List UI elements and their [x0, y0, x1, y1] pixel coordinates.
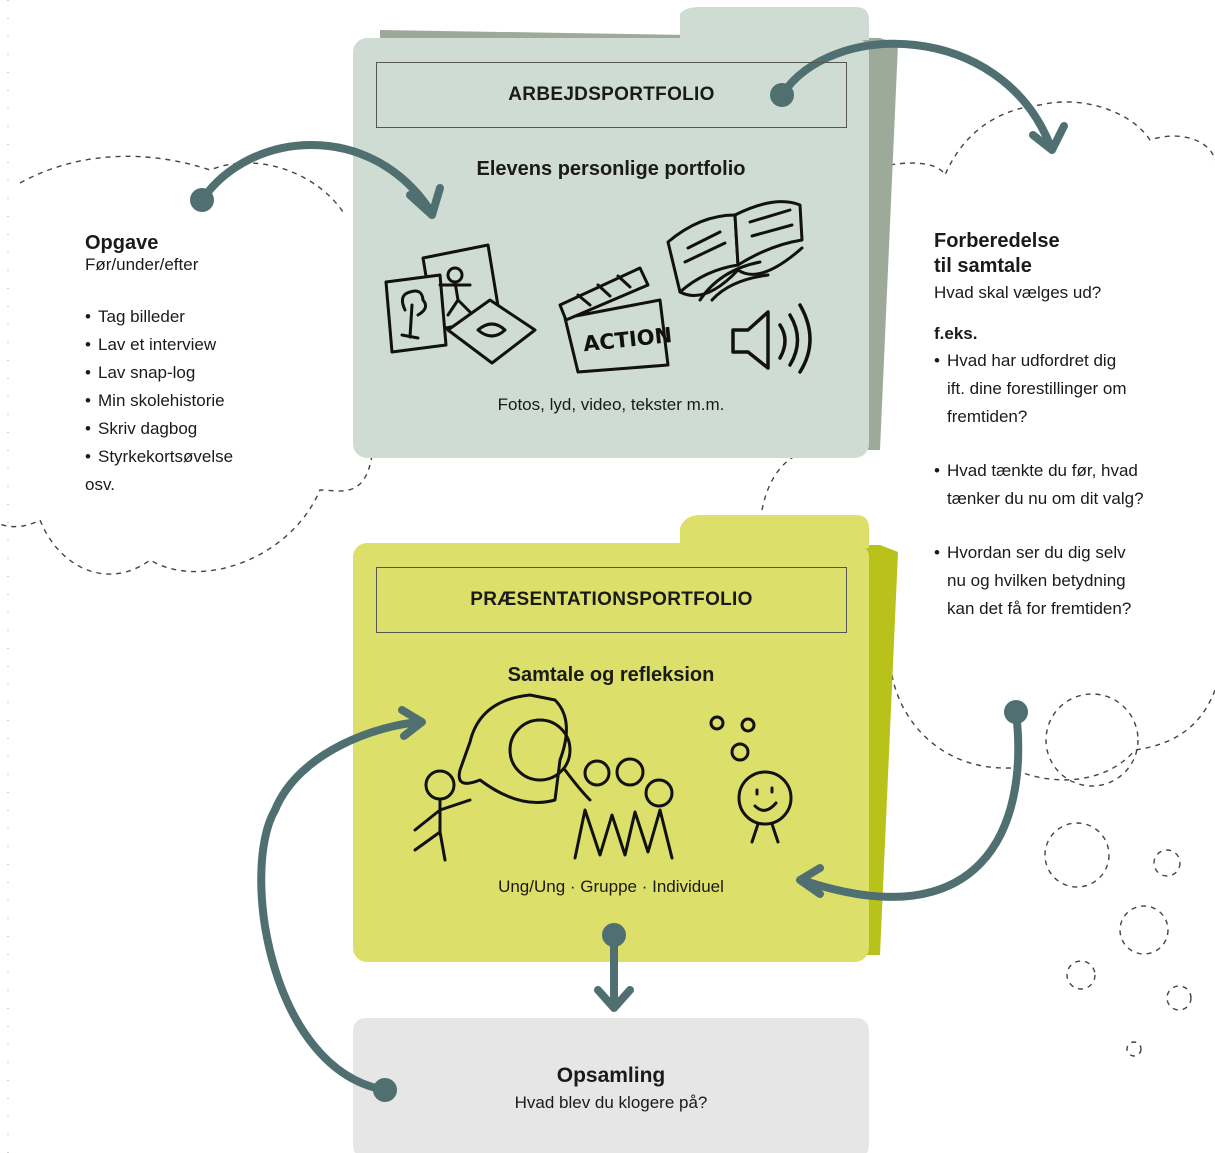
photos-doodle	[384, 243, 537, 365]
arrow-dots	[190, 83, 1028, 1102]
thought-bubbles	[1044, 693, 1192, 1057]
left-title: Opgave	[85, 232, 159, 254]
question-line: Hvad har udfordret dig	[947, 351, 1117, 370]
right-title-1: Forberedelse	[934, 230, 1060, 252]
right-thought-cloud	[761, 101, 1215, 781]
opsamling-subtitle: Hvad blev du klogere på?	[514, 1093, 708, 1112]
question-line: fremtiden?	[947, 407, 1028, 426]
right-example-label: f.eks.	[934, 324, 978, 343]
question-2: • Hvad tænkte du før, hvad tænker du nu …	[934, 457, 1214, 513]
praes-heading: Samtale og refleksion	[507, 664, 715, 686]
bullet: •	[934, 543, 940, 562]
bullet: •	[934, 461, 940, 480]
conversation-doodle	[413, 693, 674, 862]
bullet: •	[934, 351, 940, 370]
right-title-2: til samtale	[934, 255, 1032, 277]
opsamling-box	[353, 1018, 869, 1153]
question-line: kan det få for fremtiden?	[947, 599, 1132, 618]
right-block: Forberedelse til samtale Hvad skal vælge…	[934, 229, 1214, 623]
left-block: Opgave Før/under/efter Tag billeder Lav …	[85, 229, 325, 499]
arbejd-folder-tab	[680, 7, 869, 40]
list-item: Lav et interview	[85, 331, 325, 359]
left-thought-cloud	[0, 155, 373, 575]
question-line: ift. dine forestillinger om	[947, 379, 1127, 398]
question-line: tænker du nu om dit valg?	[947, 489, 1144, 508]
book-doodle	[666, 200, 804, 302]
arbejd-caption: Fotos, lyd, video, tekster m.m.	[497, 395, 725, 414]
arbejd-title-box: ARBEJDSPORTFOLIO	[376, 62, 847, 128]
clapperboard-doodle	[558, 266, 670, 374]
praes-folder-tab	[680, 515, 869, 548]
list-item: Skriv dagbog	[85, 415, 325, 443]
right-subtitle: Hvad skal vælges ud?	[934, 283, 1102, 302]
flow-arrows	[198, 39, 1068, 1094]
question-line: Hvad tænkte du før, hvad	[947, 461, 1138, 480]
left-subtitle: Før/under/efter	[85, 255, 199, 274]
list-item: Styrkekortsøvelse	[85, 443, 325, 471]
praes-caption: Ung/Ung · Gruppe · Individuel	[498, 877, 724, 896]
question-line: nu og hvilken betydning	[947, 571, 1126, 590]
speaker-icon	[731, 303, 812, 374]
thinking-person-doodle	[709, 715, 793, 844]
list-item: Tag billeder	[85, 303, 325, 331]
praes-title-box: PRÆSENTATIONSPORTFOLIO	[376, 567, 847, 633]
question-line: Hvordan ser du dig selv	[947, 543, 1126, 562]
list-item: Lav snap-log	[85, 359, 325, 387]
opsamling-title: Opsamling	[556, 1064, 666, 1087]
left-list: Tag billeder Lav et interview Lav snap-l…	[85, 303, 325, 471]
list-item: Min skolehistorie	[85, 387, 325, 415]
question-3: • Hvordan ser du dig selv nu og hvilken …	[934, 539, 1214, 623]
left-tail: osv.	[85, 475, 115, 494]
question-1: • Hvad har udfordret dig ift. dine fores…	[934, 347, 1214, 431]
praes-folder	[353, 543, 869, 962]
arbejd-heading: Elevens personlige portfolio	[476, 158, 746, 180]
